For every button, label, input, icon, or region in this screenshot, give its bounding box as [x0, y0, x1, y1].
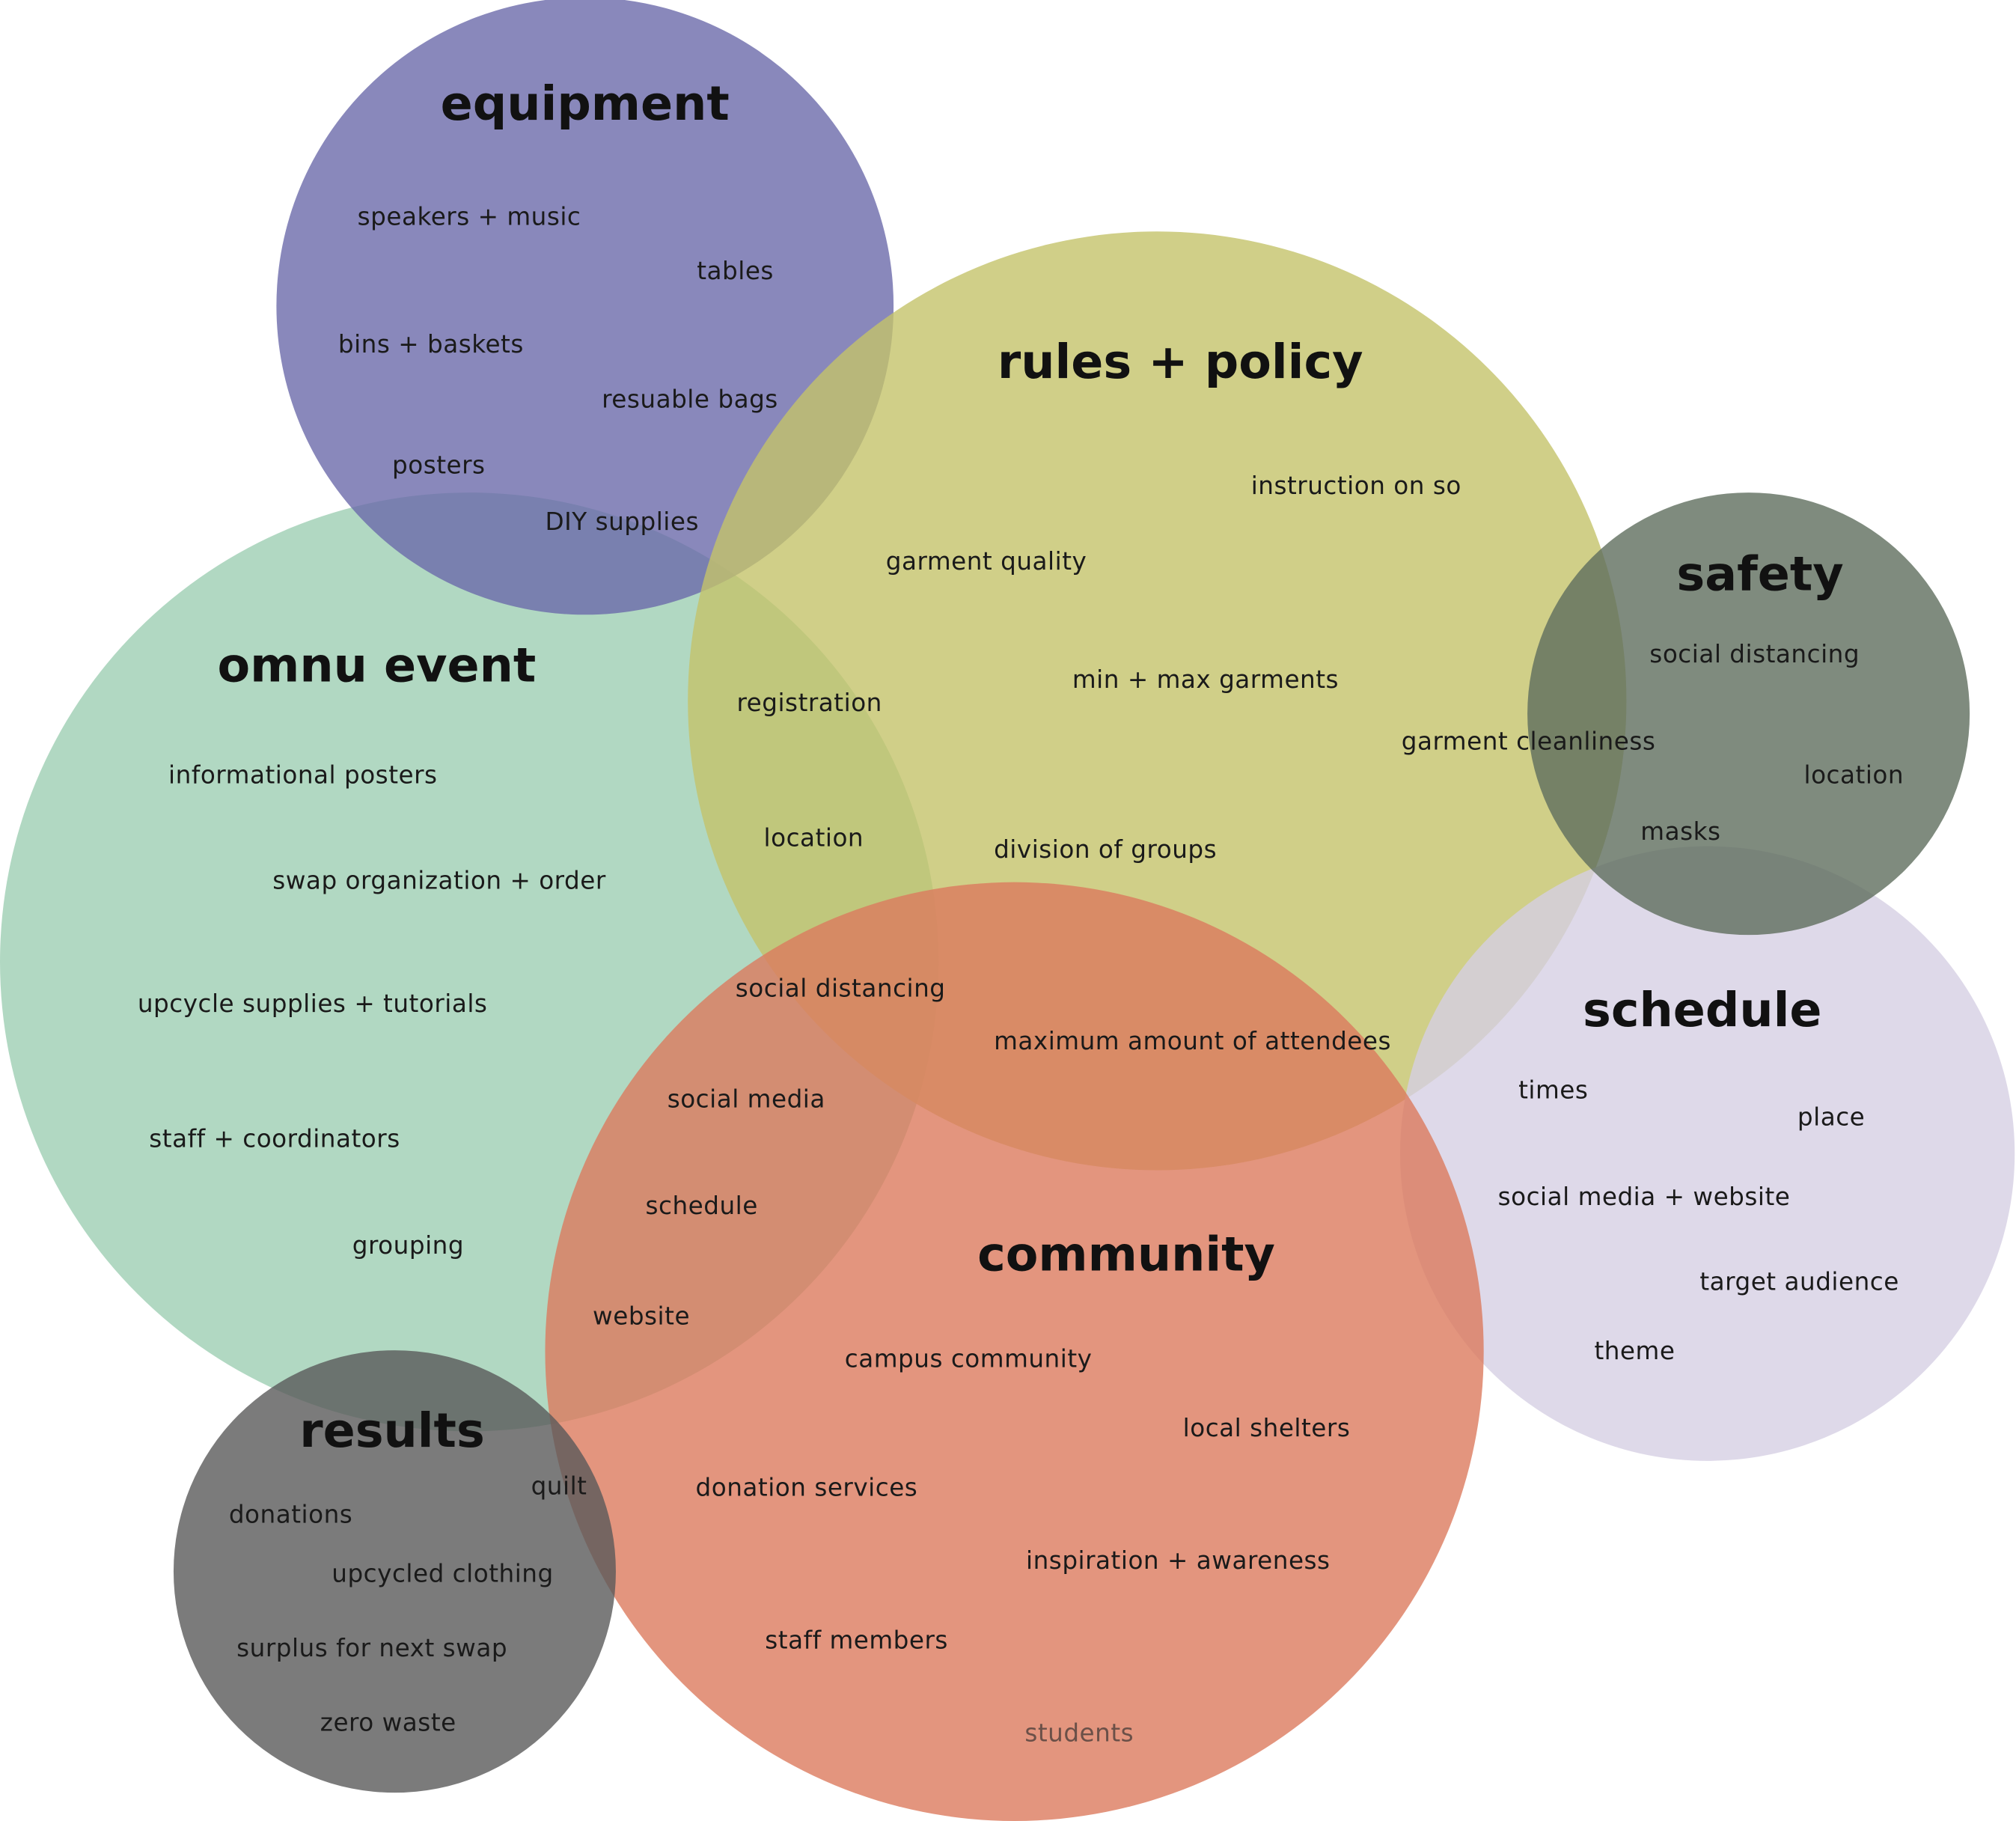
omnu-event-item: informational posters [168, 760, 437, 789]
community-item: campus community [845, 1344, 1093, 1373]
rules-policy-item: min + max garments [1072, 665, 1339, 694]
safety-item: location [1803, 760, 1904, 789]
results-item: donations [229, 1500, 352, 1528]
community-item: staff members [765, 1626, 948, 1655]
omnu-event-item: swap organization + order [272, 866, 606, 894]
safety-item: social distancing [1649, 640, 1860, 668]
results-item: upcycled clothing [332, 1559, 553, 1587]
omnu-event-item: grouping [352, 1231, 464, 1260]
results-circle [173, 1350, 616, 1793]
rules-policy-item: division of groups [994, 835, 1217, 864]
schedule-circle [1400, 846, 2015, 1461]
community-item: inspiration + awareness [1026, 1546, 1331, 1575]
community-item: social distancing [736, 974, 946, 1003]
omnu-event-item: upcycle supplies + tutorials [138, 989, 488, 1018]
safety-circle [1527, 492, 1970, 936]
results-item: surplus for next swap [236, 1634, 507, 1662]
equipment-item: speakers + music [358, 203, 581, 231]
schedule-title: schedule [1583, 982, 1822, 1037]
schedule-item: times [1518, 1076, 1588, 1104]
safety-item: masks [1640, 817, 1720, 846]
results-item: zero waste [320, 1709, 456, 1737]
equipment-item: resuable bags [602, 385, 778, 414]
community-item: website [593, 1302, 690, 1331]
rules-policy-item: garment cleanliness [1402, 728, 1656, 756]
community-item: social media [668, 1085, 825, 1113]
community-circle [545, 882, 1484, 1821]
community-item: donation services [695, 1473, 917, 1501]
equipment-item: DIY supplies [545, 507, 699, 536]
results-title: results [299, 1403, 485, 1458]
community-title: community [977, 1227, 1275, 1282]
rules-policy-item: location [764, 824, 864, 852]
omnu-event-item: staff + coordinators [149, 1125, 400, 1153]
rules-policy-item: garment quality [886, 547, 1087, 576]
community-item: schedule [645, 1192, 757, 1220]
equipment-item: posters [392, 451, 486, 479]
rules-policy-item: registration [736, 689, 882, 717]
schedule-item: theme [1594, 1337, 1675, 1365]
community-item: maximum amount of attendees [994, 1027, 1391, 1055]
schedule-item: target audience [1699, 1267, 1899, 1296]
community-item: students [1024, 1718, 1134, 1747]
rules-policy-item: instruction on so [1251, 472, 1461, 500]
rules-policy-title: rules + policy [998, 334, 1363, 389]
equipment-circle [276, 0, 894, 615]
community-item: local shelters [1183, 1414, 1351, 1442]
safety-title: safety [1676, 546, 1843, 602]
equipment-item: bins + baskets [338, 330, 524, 359]
equipment-item: tables [697, 257, 774, 285]
schedule-item: social media + website [1498, 1183, 1791, 1211]
equipment-title: equipment [441, 76, 730, 131]
results-item: quilt [531, 1472, 587, 1501]
schedule-item: place [1797, 1102, 1865, 1131]
omnu-event-title: omnu event [217, 638, 536, 693]
